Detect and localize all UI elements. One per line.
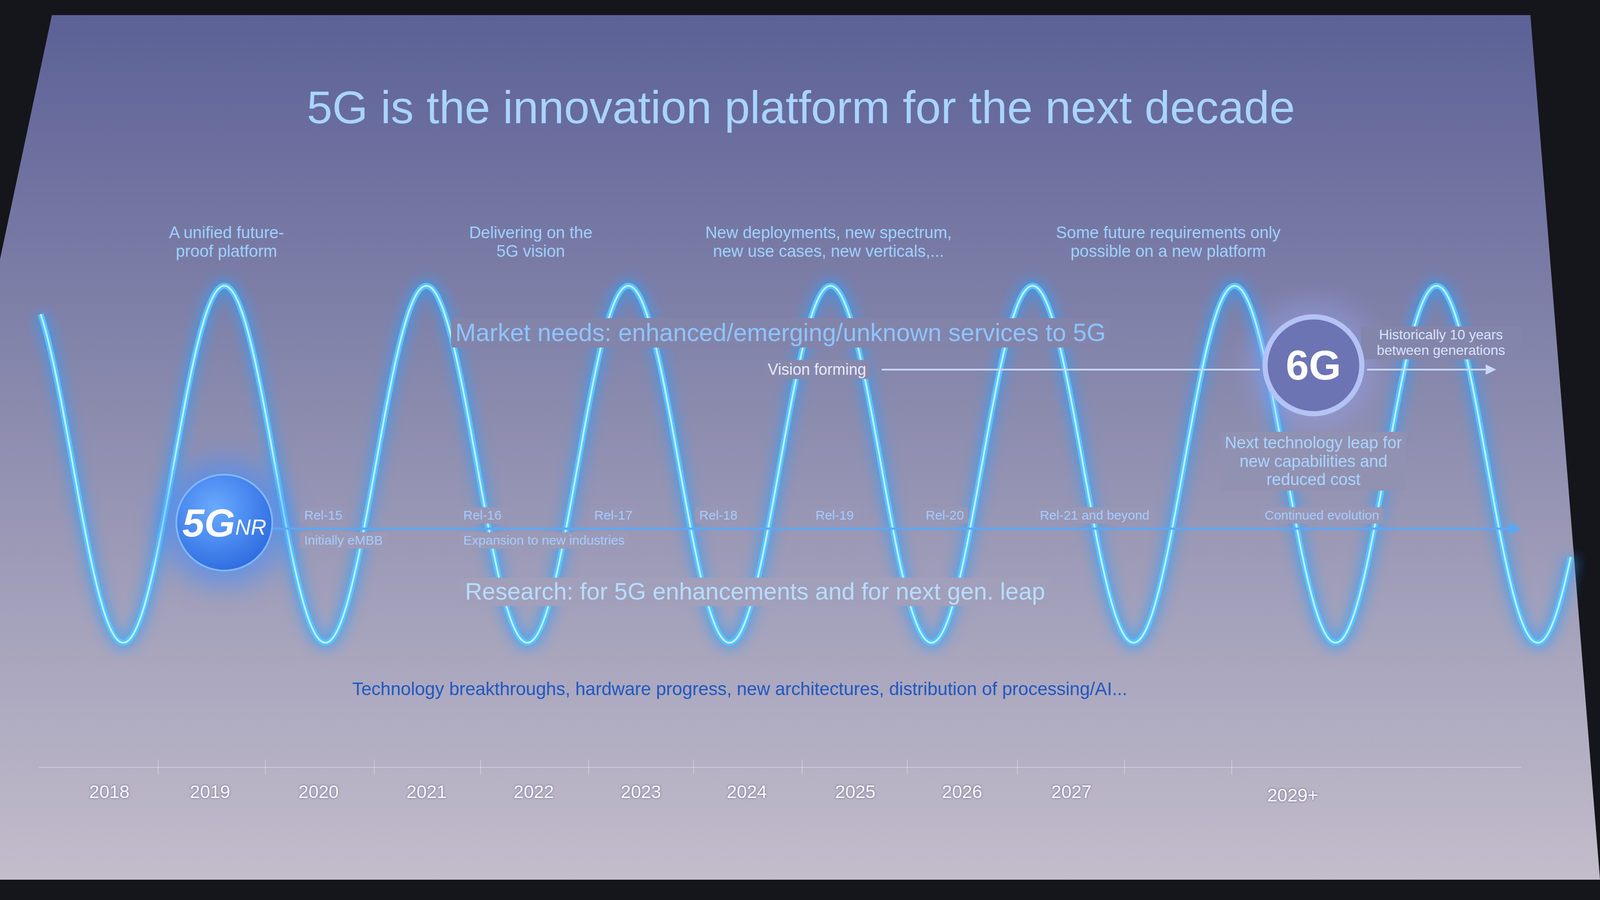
release-label: Rel-16 xyxy=(458,506,506,524)
generation-name: NR xyxy=(235,514,267,540)
note-label: Historically 10 years between generation… xyxy=(1360,326,1521,360)
release-label: Rel-17 xyxy=(589,506,637,524)
circle-text: 5GNR xyxy=(175,473,274,572)
note-label: Some future requirements only possible o… xyxy=(1042,223,1294,261)
note-label: Market needs: enhanced/emerging/unknown … xyxy=(450,318,1110,348)
year-label: 2021 xyxy=(406,781,447,802)
year-label: 2020 xyxy=(298,781,339,802)
note-label: Delivering on the 5G vision xyxy=(457,223,605,261)
slide-title: 5G is the innovation platform for the ne… xyxy=(306,81,1295,134)
year-label: 2024 xyxy=(726,781,767,802)
note-label: New deployments, new spectrum, new use c… xyxy=(694,223,963,261)
year-label: 2023 xyxy=(620,781,661,802)
release-label: Continued evolution xyxy=(1260,506,1384,524)
generation-name: 5G xyxy=(182,500,236,546)
release-label: Rel-18 xyxy=(694,506,742,524)
glow xyxy=(1248,300,1379,431)
generation-name: 6G xyxy=(1285,341,1342,389)
release-label: Rel-15 xyxy=(299,506,347,524)
year-label: 2027 xyxy=(1051,781,1092,802)
year-label: 2026 xyxy=(941,781,982,802)
glow xyxy=(159,457,290,588)
circle-text: 6G xyxy=(1262,314,1365,417)
note-label: A unified future-proof platform xyxy=(152,223,300,261)
year-label: 2022 xyxy=(513,781,554,802)
vision-arrow xyxy=(1367,368,1495,371)
year-label: 2019 xyxy=(189,781,230,802)
generation-badge: 5GNR xyxy=(175,473,274,572)
year-label: 2029+ xyxy=(1267,784,1319,806)
note-label: Technology breakthroughs, hardware progr… xyxy=(352,678,1128,699)
timeline-arrow xyxy=(273,527,1521,530)
release-label: Rel-21 and beyond xyxy=(1035,506,1154,524)
year-label: 2025 xyxy=(835,781,876,802)
generation-note: Next technology leap for new capabilitie… xyxy=(1220,431,1407,491)
release-label: Rel-19 xyxy=(811,506,858,524)
note-label: Research: for 5G enhancements and for ne… xyxy=(460,577,1050,606)
release-label: Expansion to new industries xyxy=(458,532,630,549)
year-axis xyxy=(38,759,1522,775)
release-label: Initially eMBB xyxy=(299,532,388,549)
circle-caption-box: Next technology leap for new capabilitie… xyxy=(1220,431,1407,491)
generation-circle: 6GNext technology leap for new capabilit… xyxy=(1262,314,1365,417)
screen xyxy=(0,15,1600,880)
note-label: Vision forming xyxy=(763,360,871,380)
vision-line xyxy=(881,368,1260,371)
wave-line xyxy=(40,285,1571,643)
wave xyxy=(40,285,1571,643)
wave-core xyxy=(40,285,1571,643)
year-label: 2018 xyxy=(89,781,130,802)
release-label: Rel-20 xyxy=(921,506,969,524)
wave-glow xyxy=(40,285,1571,643)
